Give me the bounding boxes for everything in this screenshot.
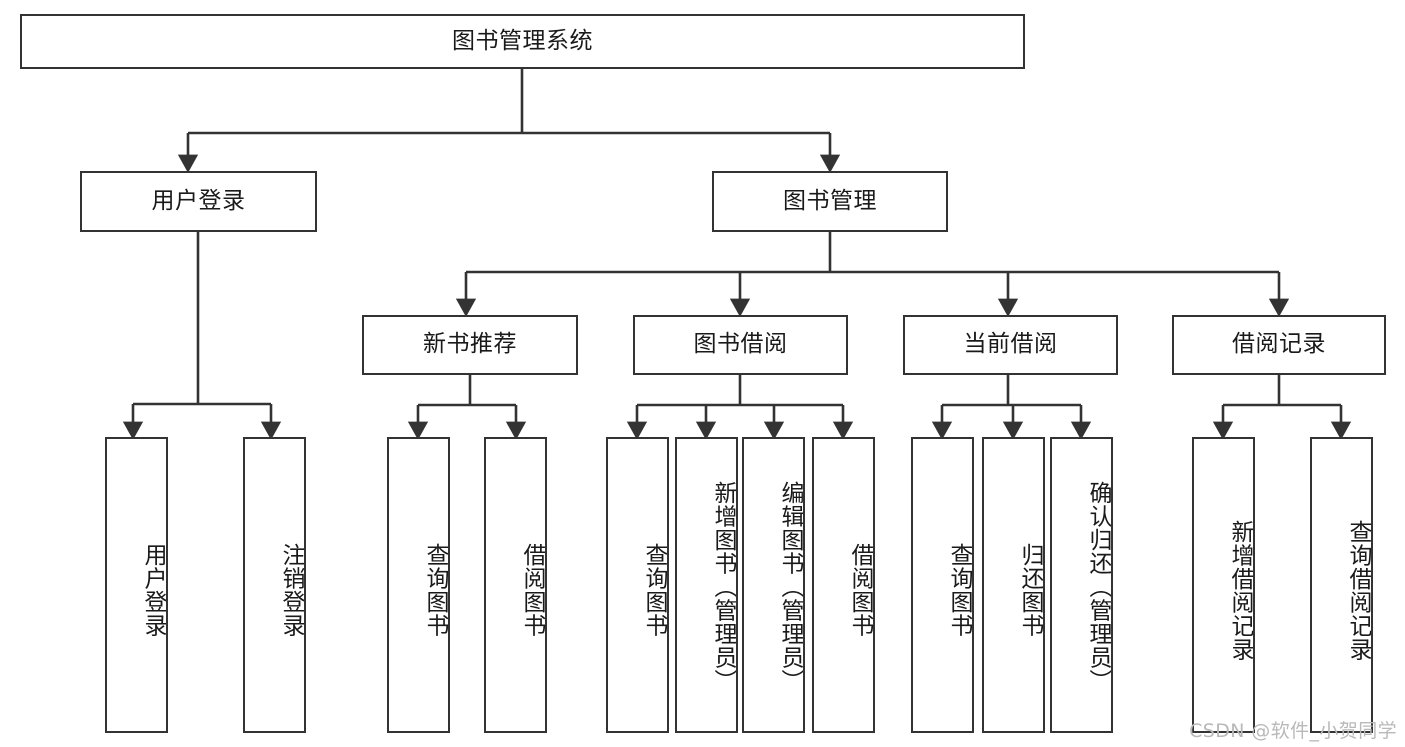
node-book-manage[interactable]: 图书管理: [712, 171, 948, 232]
node-leaf-query-book-recommend[interactable]: 查询图书: [387, 437, 450, 733]
node-label: 新增图书（管理员）: [710, 481, 736, 693]
node-label: 查询图书: [422, 543, 448, 637]
node-label: 新增借阅记录: [1227, 519, 1253, 661]
node-label: 确认归还（管理员）: [1085, 481, 1111, 693]
node-label: 查询图书: [641, 543, 667, 637]
node-label: 用户登录: [151, 187, 246, 214]
node-leaf-edit-book-admin[interactable]: 编辑图书（管理员）: [742, 437, 805, 733]
node-label: 图书借阅: [693, 331, 788, 358]
node-leaf-return-book[interactable]: 归还图书: [982, 437, 1045, 733]
node-leaf-add-book-admin[interactable]: 新增图书（管理员）: [675, 437, 738, 733]
node-leaf-confirm-return-admin[interactable]: 确认归还（管理员）: [1050, 437, 1113, 733]
node-label: 借阅图书: [847, 543, 873, 637]
node-leaf-logout[interactable]: 注销登录: [243, 437, 306, 733]
node-label: 查询图书: [946, 543, 972, 637]
node-label: 注销登录: [278, 543, 304, 637]
node-label: 当前借阅: [963, 331, 1058, 358]
node-label: 查询借阅记录: [1345, 519, 1371, 661]
node-leaf-add-borrow-record[interactable]: 新增借阅记录: [1192, 437, 1255, 733]
node-label: 用户登录: [140, 543, 166, 637]
node-label: 归还图书: [1017, 543, 1043, 637]
node-leaf-query-book-borrow[interactable]: 查询图书: [606, 437, 669, 733]
node-leaf-borrow-book-recommend[interactable]: 借阅图书: [484, 437, 547, 733]
node-label: 借阅记录: [1232, 331, 1326, 358]
node-leaf-user-login[interactable]: 用户登录: [105, 437, 168, 733]
node-root-system[interactable]: 图书管理系统: [20, 14, 1025, 69]
node-label: 新书推荐: [423, 331, 517, 358]
node-new-book-recommend[interactable]: 新书推荐: [362, 315, 578, 375]
node-leaf-query-borrow-record[interactable]: 查询借阅记录: [1310, 437, 1373, 733]
node-label: 图书管理系统: [452, 27, 593, 54]
node-leaf-borrow-book[interactable]: 借阅图书: [812, 437, 875, 733]
node-label: 借阅图书: [519, 543, 545, 637]
node-label: 编辑图书（管理员）: [777, 481, 803, 693]
node-borrow-record[interactable]: 借阅记录: [1172, 315, 1386, 375]
node-label: 图书管理: [783, 187, 877, 214]
node-user-login[interactable]: 用户登录: [80, 171, 317, 232]
node-current-borrow[interactable]: 当前借阅: [903, 315, 1118, 375]
node-leaf-query-book-current[interactable]: 查询图书: [911, 437, 974, 733]
csdn-watermark: CSDN @软件_小贺同学: [1189, 720, 1397, 742]
node-book-borrow[interactable]: 图书借阅: [633, 315, 848, 375]
